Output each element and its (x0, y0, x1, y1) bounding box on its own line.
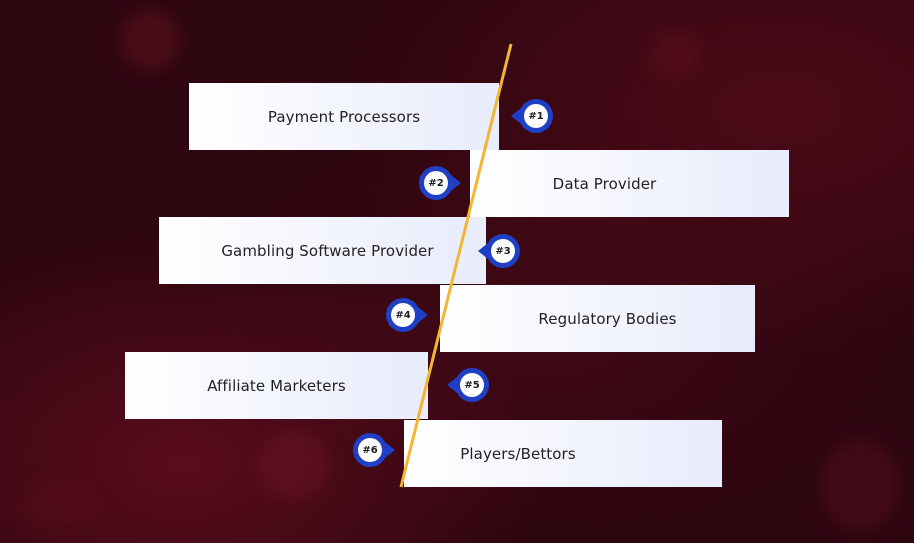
badge-label: #2 (424, 171, 448, 195)
badge-3: #3 (478, 234, 520, 268)
card-label: Payment Processors (267, 107, 421, 126)
background-bokeh (650, 30, 700, 80)
background-bokeh (260, 430, 330, 500)
card-label: Affiliate Marketers (207, 376, 346, 395)
badge-label: #3 (491, 239, 515, 263)
card-regulatory-bodies: Regulatory Bodies (440, 285, 755, 352)
card-affiliate-marketers: Affiliate Marketers (125, 352, 428, 419)
card-label: Regulatory Bodies (538, 309, 677, 328)
badge-2: #2 (419, 166, 461, 200)
card-data-provider: Data Provider (470, 150, 789, 217)
background-bokeh (820, 440, 900, 530)
background-bokeh (120, 10, 180, 70)
badge-label: #1 (524, 104, 548, 128)
background-bokeh (20, 480, 100, 530)
badge-6: #6 (353, 433, 395, 467)
card-label: Gambling Software Provider (221, 241, 434, 260)
badge-5: #5 (447, 368, 489, 402)
badge-1: #1 (511, 99, 553, 133)
divider-line-stroke (399, 43, 513, 488)
card-payment-processors: Payment Processors (189, 83, 499, 150)
badge-label: #6 (358, 438, 382, 462)
card-label: Players/Bettors (460, 444, 576, 463)
badge-4: #4 (386, 298, 428, 332)
card-players-bettors: Players/Bettors (404, 420, 722, 487)
card-label: Data Provider (552, 174, 657, 193)
badge-label: #5 (460, 373, 484, 397)
badge-label: #4 (391, 303, 415, 327)
card-gambling-software-provider: Gambling Software Provider (159, 217, 486, 284)
